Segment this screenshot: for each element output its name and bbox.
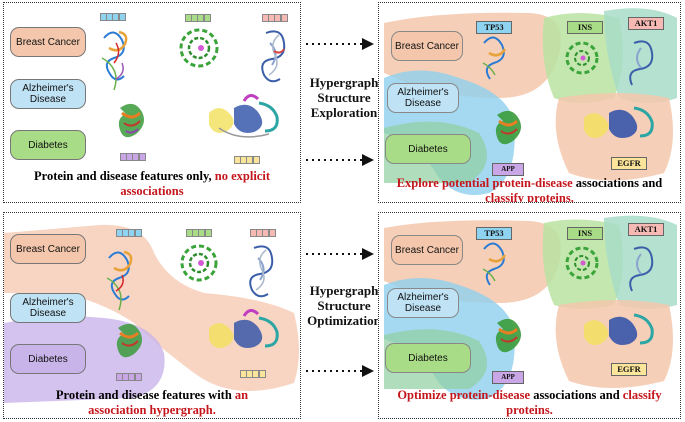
feature-vector-app — [120, 153, 146, 161]
protein-structure-egfr — [209, 309, 279, 348]
caption-top-right-red-1: Explore potential protein-disease — [396, 176, 576, 190]
protein-structure-ins — [179, 28, 219, 68]
protein-structure-app — [495, 110, 521, 145]
feature-vector-app — [116, 373, 142, 381]
disease-diabetes: Diabetes — [385, 343, 471, 373]
panel-features-only: Breast Cancer Alzheimer's Disease Diabet… — [3, 2, 301, 203]
step-optimization-line-2: Structure — [317, 298, 371, 313]
step-exploration-line-3: Exploration — [310, 105, 378, 120]
caption-top-right-normal: associations and — [575, 176, 663, 190]
protein-structure-egfr — [209, 94, 279, 138]
protein-structure-egfr — [584, 106, 654, 138]
protein-structure-egfr — [584, 313, 654, 345]
panel-exploration-result: Breast Cancer Alzheimer's Disease Diabet… — [378, 2, 681, 203]
protein-structure-ins — [180, 244, 218, 282]
panel-with-hypergraph: Breast Cancer Alzheimer's Disease Diabet… — [3, 212, 301, 419]
caption-bottom-left: Protein and disease features with an ass… — [4, 388, 300, 418]
disease-breast-cancer: Breast Cancer — [391, 31, 463, 61]
protein-label-akt1: AKT1 — [628, 223, 664, 236]
protein-structure-tp53 — [482, 242, 507, 286]
caption-bottom-right-red-1: Optimize protein-disease — [397, 388, 534, 402]
feature-vector-egfr — [240, 370, 266, 378]
protein-label-tp53: TP53 — [476, 227, 512, 240]
protein-structure-akt1 — [629, 246, 654, 292]
protein-label-akt1: AKT1 — [628, 17, 664, 30]
disease-alzheimers: Alzheimer's Disease — [387, 288, 459, 318]
protein-label-ins: INS — [567, 227, 603, 240]
step-exploration-line-2: Structure — [317, 90, 371, 105]
caption-top-left: Protein and disease features only, no ex… — [4, 169, 300, 199]
disease-diabetes: Diabetes — [385, 134, 471, 164]
step-optimization-line-3: Optimization — [307, 313, 381, 328]
protein-label-egfr: EGFR — [611, 363, 647, 376]
protein-structure-app — [118, 103, 144, 138]
protein-structures-bottom-left — [106, 244, 279, 358]
step-exploration-line-1: Hypergraph — [309, 75, 379, 90]
disease-alzheimers: Alzheimer's Disease — [10, 79, 86, 109]
protein-structure-akt1 — [629, 40, 654, 86]
protein-label-egfr: EGFR — [611, 157, 647, 170]
caption-top-right-red-2: classify proteins. — [485, 191, 574, 203]
protein-structure-akt1 — [249, 245, 274, 298]
caption-bottom-left-red: an association hypergraph. — [88, 388, 249, 417]
feature-vector-ins — [185, 14, 211, 22]
protein-label-ins: INS — [567, 21, 603, 34]
disease-breast-cancer: Breast Cancer — [10, 27, 86, 57]
caption-top-left-red: no explicit associations — [120, 169, 270, 198]
protein-label-app: APP — [492, 163, 524, 176]
protein-structure-tp53 — [482, 36, 507, 80]
protein-structure-ins — [565, 41, 599, 75]
disease-diabetes: Diabetes — [10, 344, 86, 374]
protein-structures-bottom-right — [482, 242, 654, 353]
protein-label-tp53: TP53 — [476, 21, 512, 34]
step-optimization-line-1: Hypergraph — [309, 283, 379, 298]
protein-structure-tp53 — [101, 30, 128, 91]
disease-diabetes: Diabetes — [10, 130, 86, 160]
protein-label-app: APP — [492, 371, 524, 384]
panel-optimization-result: Breast Cancer Alzheimer's Disease Diabet… — [378, 212, 681, 419]
caption-top-left-normal: Protein and disease features only, — [33, 169, 215, 183]
caption-top-right: Explore potential protein-disease associ… — [379, 176, 680, 203]
disease-breast-cancer: Breast Cancer — [10, 234, 86, 264]
protein-structure-app — [116, 323, 142, 358]
protein-structure-akt1 — [261, 30, 286, 83]
step-exploration: Hypergraph Structure Exploration — [303, 75, 385, 120]
protein-structure-tp53 — [106, 250, 133, 311]
protein-structure-ins — [565, 246, 599, 280]
disease-breast-cancer: Breast Cancer — [391, 235, 463, 265]
feature-vector-akt1 — [250, 229, 276, 237]
feature-vector-ins — [186, 229, 212, 237]
feature-vector-egfr — [234, 156, 260, 164]
step-optimization: Hypergraph Structure Optimization — [303, 283, 385, 328]
caption-bottom-right-normal: associations and — [533, 388, 623, 402]
protein-structures-top-right — [482, 36, 654, 145]
disease-alzheimers: Alzheimer's Disease — [387, 83, 459, 113]
feature-vector-akt1 — [262, 14, 288, 22]
protein-structure-app — [495, 318, 521, 353]
feature-vector-tp53 — [100, 13, 126, 21]
disease-alzheimers: Alzheimer's Disease — [10, 293, 86, 323]
protein-structures — [101, 28, 286, 138]
feature-vector-tp53 — [116, 229, 142, 237]
caption-bottom-left-normal: Protein and disease features with — [55, 388, 235, 402]
caption-bottom-right: Optimize protein-disease associations an… — [379, 388, 680, 418]
caption-bottom-right-red-2: classify proteins. — [506, 388, 662, 417]
